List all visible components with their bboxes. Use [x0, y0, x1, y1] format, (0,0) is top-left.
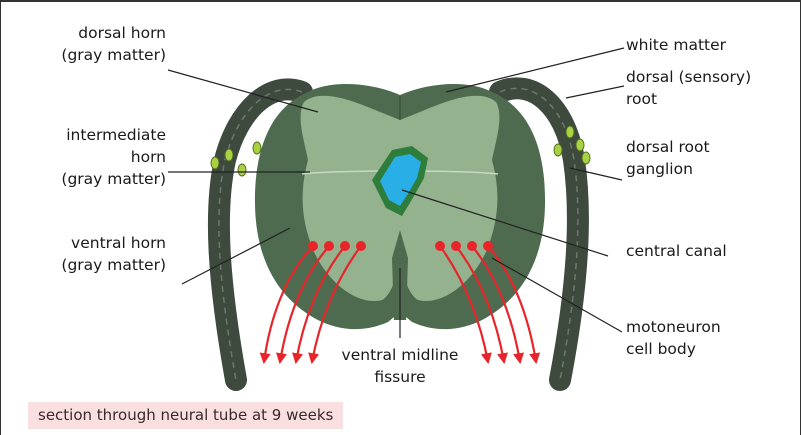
- label-motoneuron-line2: cell body: [626, 338, 791, 360]
- label-intermediate-horn-line2: horn: [14, 146, 166, 168]
- label-dorsal-root-line1: dorsal (sensory): [626, 66, 791, 88]
- label-ventral-horn-line1: ventral horn: [14, 232, 166, 254]
- figure-caption: section through neural tube at 9 weeks: [28, 402, 343, 429]
- label-central-canal: central canal: [626, 240, 791, 262]
- label-ventral-midline-fissure: ventral midline fissure: [330, 344, 470, 388]
- label-fissure-line2: fissure: [330, 366, 470, 388]
- label-ventral-horn: ventral horn (gray matter): [14, 232, 166, 276]
- label-dorsal-root-line2: root: [626, 88, 791, 110]
- label-dorsal-horn-line2: (gray matter): [14, 44, 166, 66]
- label-motoneuron: motoneuron cell body: [626, 316, 791, 360]
- label-dorsal-root: dorsal (sensory) root: [626, 66, 791, 110]
- label-intermediate-horn: intermediate horn (gray matter): [14, 124, 166, 190]
- label-intermediate-horn-line1: intermediate: [14, 124, 166, 146]
- label-ventral-horn-line2: (gray matter): [14, 254, 166, 276]
- label-ganglion-line2: ganglion: [626, 158, 791, 180]
- label-dorsal-root-ganglion: dorsal root ganglion: [626, 136, 791, 180]
- label-dorsal-horn-line1: dorsal horn: [14, 22, 166, 44]
- label-dorsal-horn: dorsal horn (gray matter): [14, 22, 166, 66]
- leader-dorsal-root: [566, 86, 624, 98]
- label-intermediate-horn-line3: (gray matter): [14, 168, 166, 190]
- label-white-matter: white matter: [626, 34, 791, 56]
- label-white-matter-line1: white matter: [626, 34, 791, 56]
- label-motoneuron-line1: motoneuron: [626, 316, 791, 338]
- label-central-canal-line1: central canal: [626, 240, 791, 262]
- label-ganglion-line1: dorsal root: [626, 136, 791, 158]
- label-fissure-line1: ventral midline: [330, 344, 470, 366]
